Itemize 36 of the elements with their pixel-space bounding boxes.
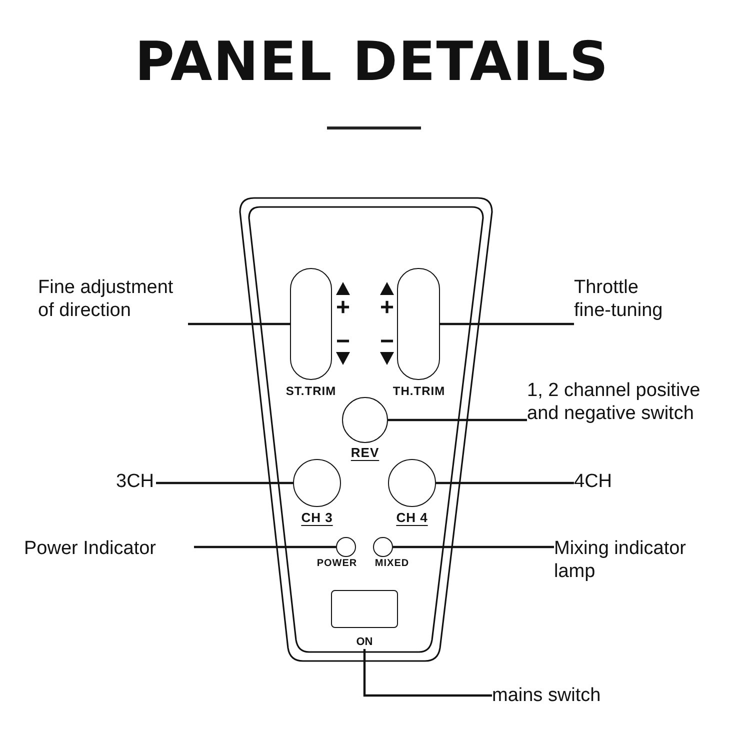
trim-slot [397,268,440,380]
leader-line [440,322,574,326]
trim-sign: + [336,296,350,320]
callout-text: Fine adjustment of direction [38,276,188,322]
callout-text: 1, 2 channel positive and negative switch [527,379,727,425]
leader-line [363,649,492,697]
indicator-lamp [373,537,393,557]
callout-text: 3CH [116,470,156,493]
panel-label: TH.TRIM [392,385,446,399]
trim-sign: + [380,296,394,320]
title: PANEL DETAILS [134,30,610,95]
indicator-lamp [336,537,356,557]
leader-line [436,482,574,484]
switch-label: ON [356,636,373,649]
panel-label: REV [350,446,380,461]
leader-line [194,546,336,548]
panel-label: MIXED [374,558,410,570]
callout-text: Power Indicator [24,537,194,560]
round-button [293,459,341,507]
panel-label: CH 4 [396,511,428,526]
callout-text: Throttle fine-tuning [574,276,674,322]
trim-slot [290,268,332,380]
leader-line [393,546,554,548]
panel-label: POWER [316,558,358,570]
round-button [342,397,388,443]
leader-line [156,482,293,484]
callout-text: mains switch [492,684,632,707]
trim-sign: − [380,330,394,354]
callout-text: Mixing indicator lamp [554,537,724,583]
panel-label: ST.TRIM [286,385,336,399]
trim-sign: − [336,330,350,354]
callout-text: 4CH [574,470,614,493]
leader-line [388,418,527,422]
panel-label: CH 3 [301,511,333,526]
leader-line [188,322,290,326]
round-button [388,459,436,507]
